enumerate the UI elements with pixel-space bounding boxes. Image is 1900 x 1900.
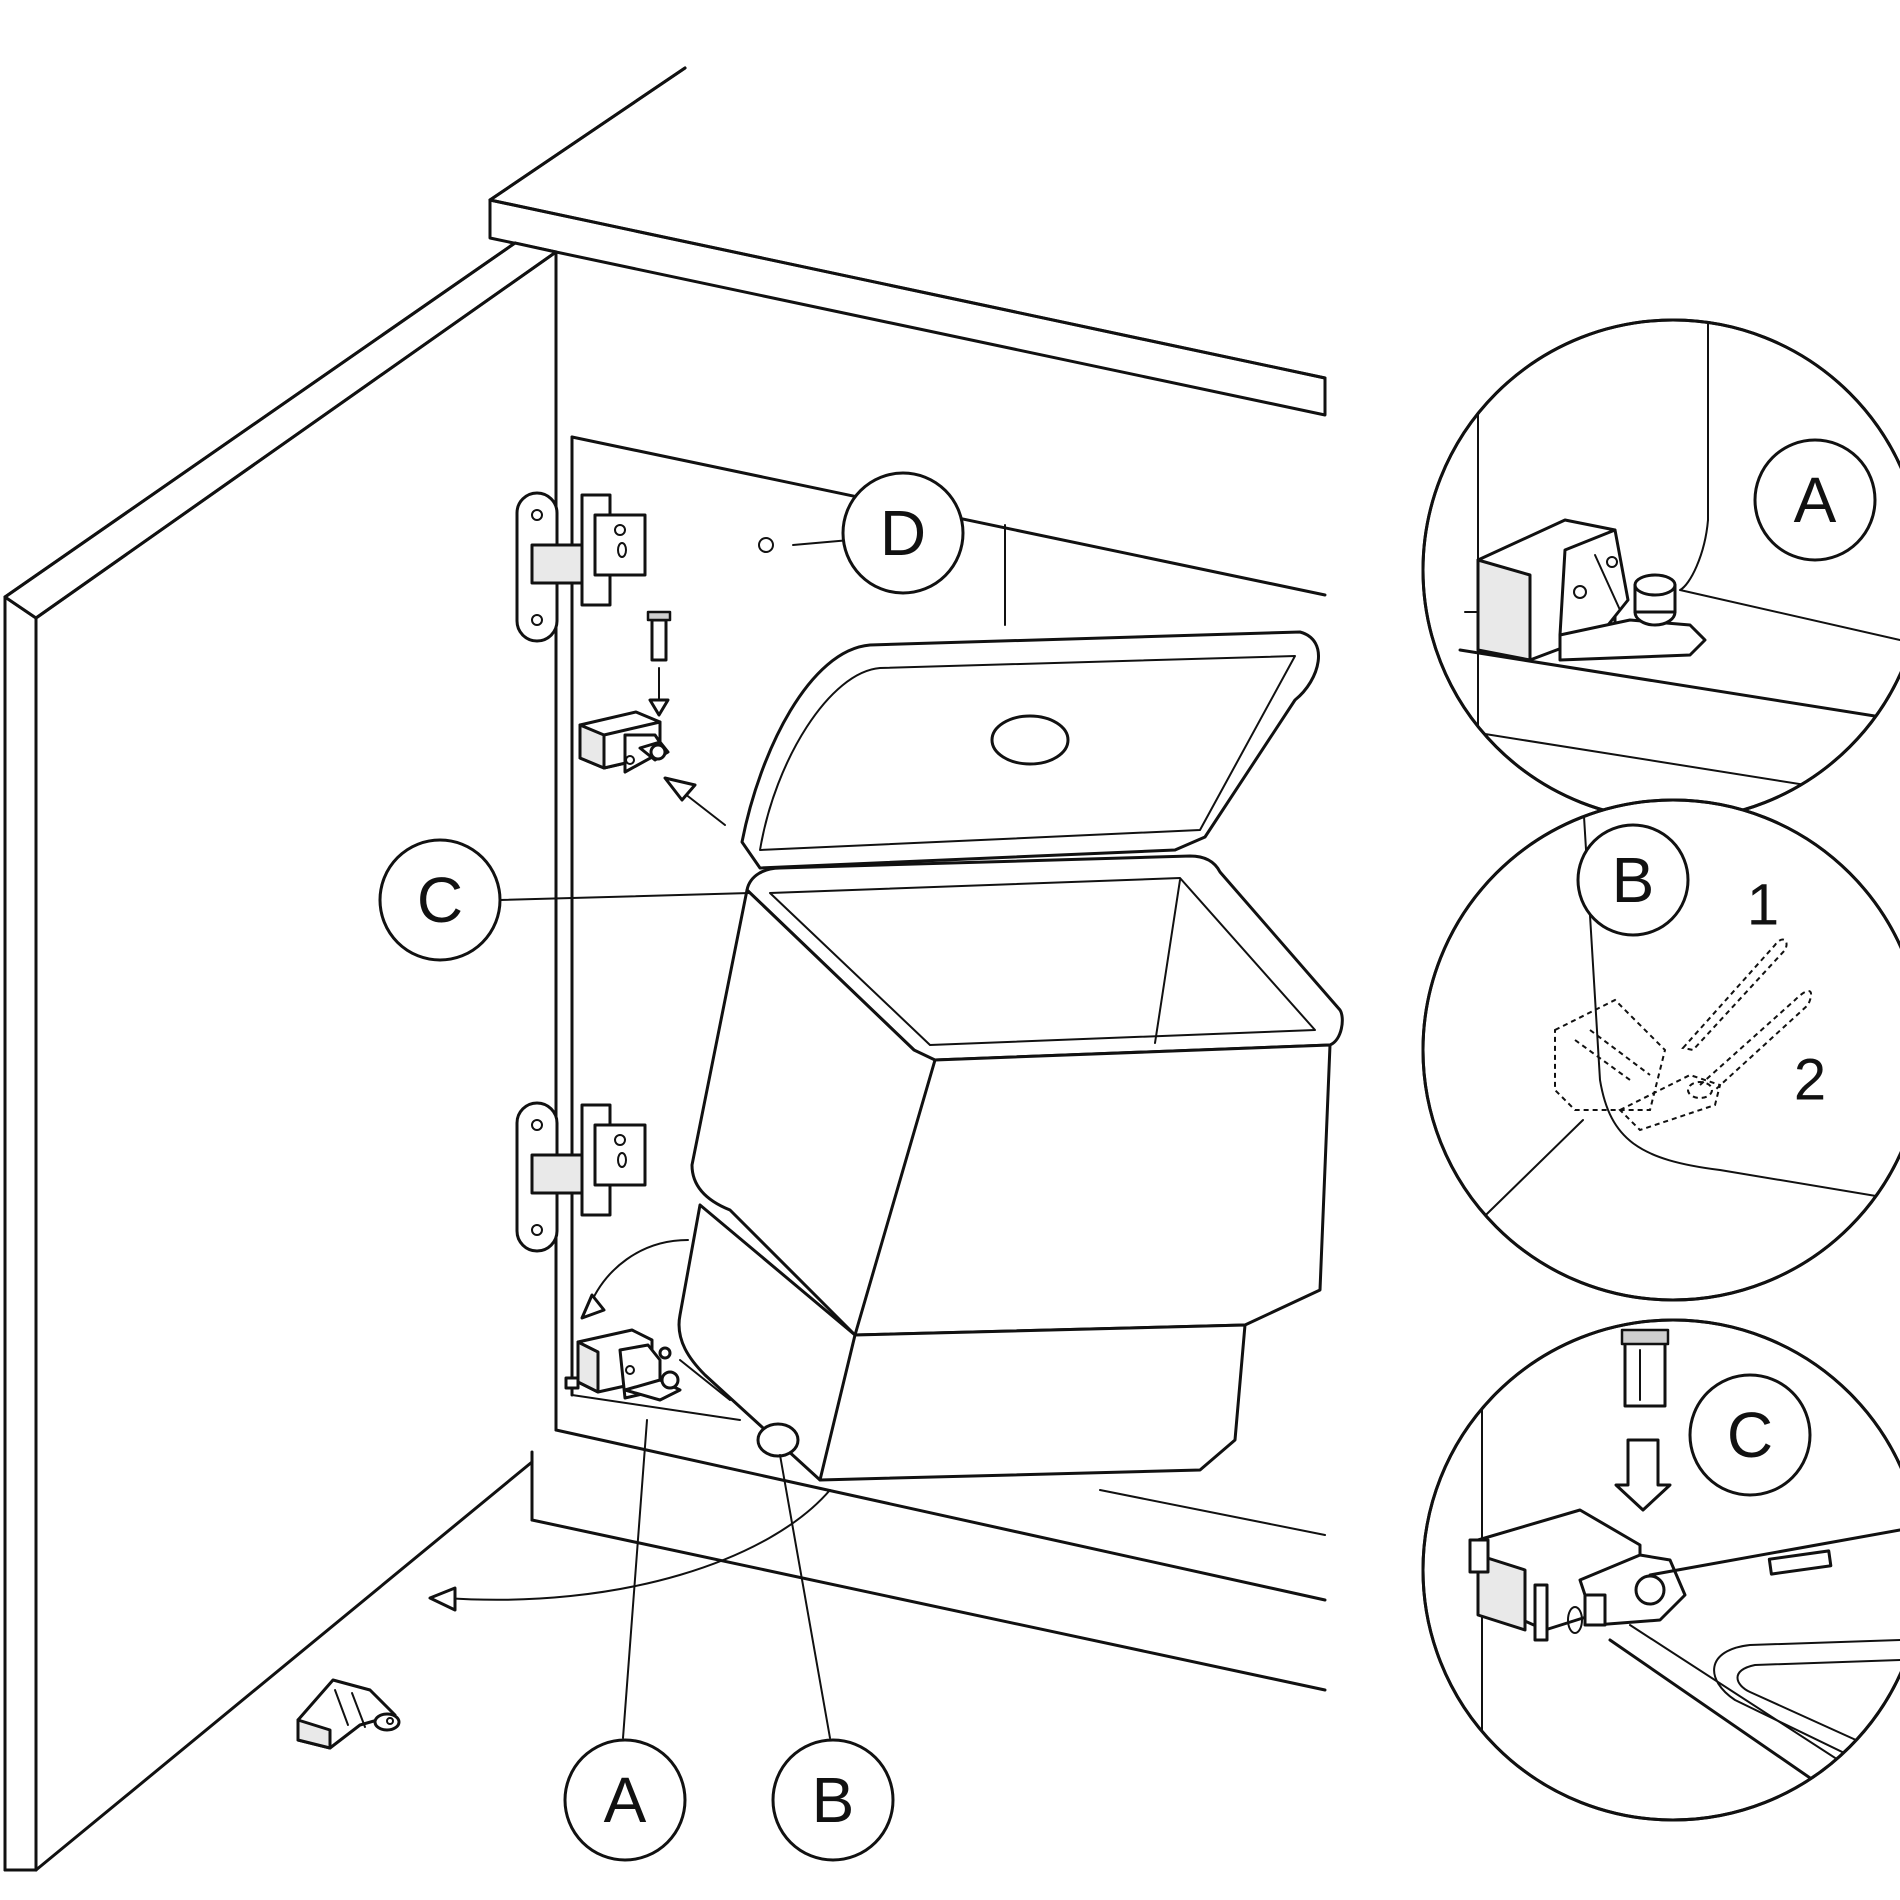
detail-b-label: B <box>1612 844 1655 916</box>
detail-a: A <box>1421 318 1900 822</box>
callout-b-label: B <box>812 1764 855 1836</box>
detail-c: C <box>1421 1318 1900 1822</box>
detail-b-step-1: 1 <box>1747 873 1779 938</box>
detail-c-callout: C <box>1688 1373 1812 1497</box>
detail-b-step-2: 2 <box>1794 1048 1826 1113</box>
waste-bin <box>677 630 1344 1482</box>
callout-a: A <box>563 1738 687 1862</box>
detail-b: B 1 2 <box>1421 798 1900 1302</box>
callout-d-label: D <box>880 497 926 569</box>
detail-a-callout: A <box>1753 438 1877 562</box>
lower-mounting-bracket <box>564 1328 741 1421</box>
cabinet-door <box>3 241 558 1872</box>
bin-lid <box>740 630 1320 870</box>
motion-arrows <box>428 551 831 1612</box>
floor-clip <box>296 1678 401 1750</box>
lower-hinge <box>515 1101 647 1253</box>
cabinet <box>488 66 1327 1692</box>
upper-mounting-bracket <box>578 610 672 774</box>
callout-c: C <box>378 838 502 962</box>
callout-a-label: A <box>604 1764 647 1836</box>
callout-d: D <box>841 471 965 595</box>
detail-c-label: C <box>1727 1399 1773 1471</box>
leader-lines <box>499 539 851 1739</box>
upper-hinge <box>515 491 647 643</box>
detail-b-callout: B <box>1576 823 1690 937</box>
detail-a-label: A <box>1794 464 1837 536</box>
callout-c-label: C <box>417 864 463 936</box>
mounting-hole-d <box>758 537 774 553</box>
callout-b: B <box>771 1738 895 1862</box>
